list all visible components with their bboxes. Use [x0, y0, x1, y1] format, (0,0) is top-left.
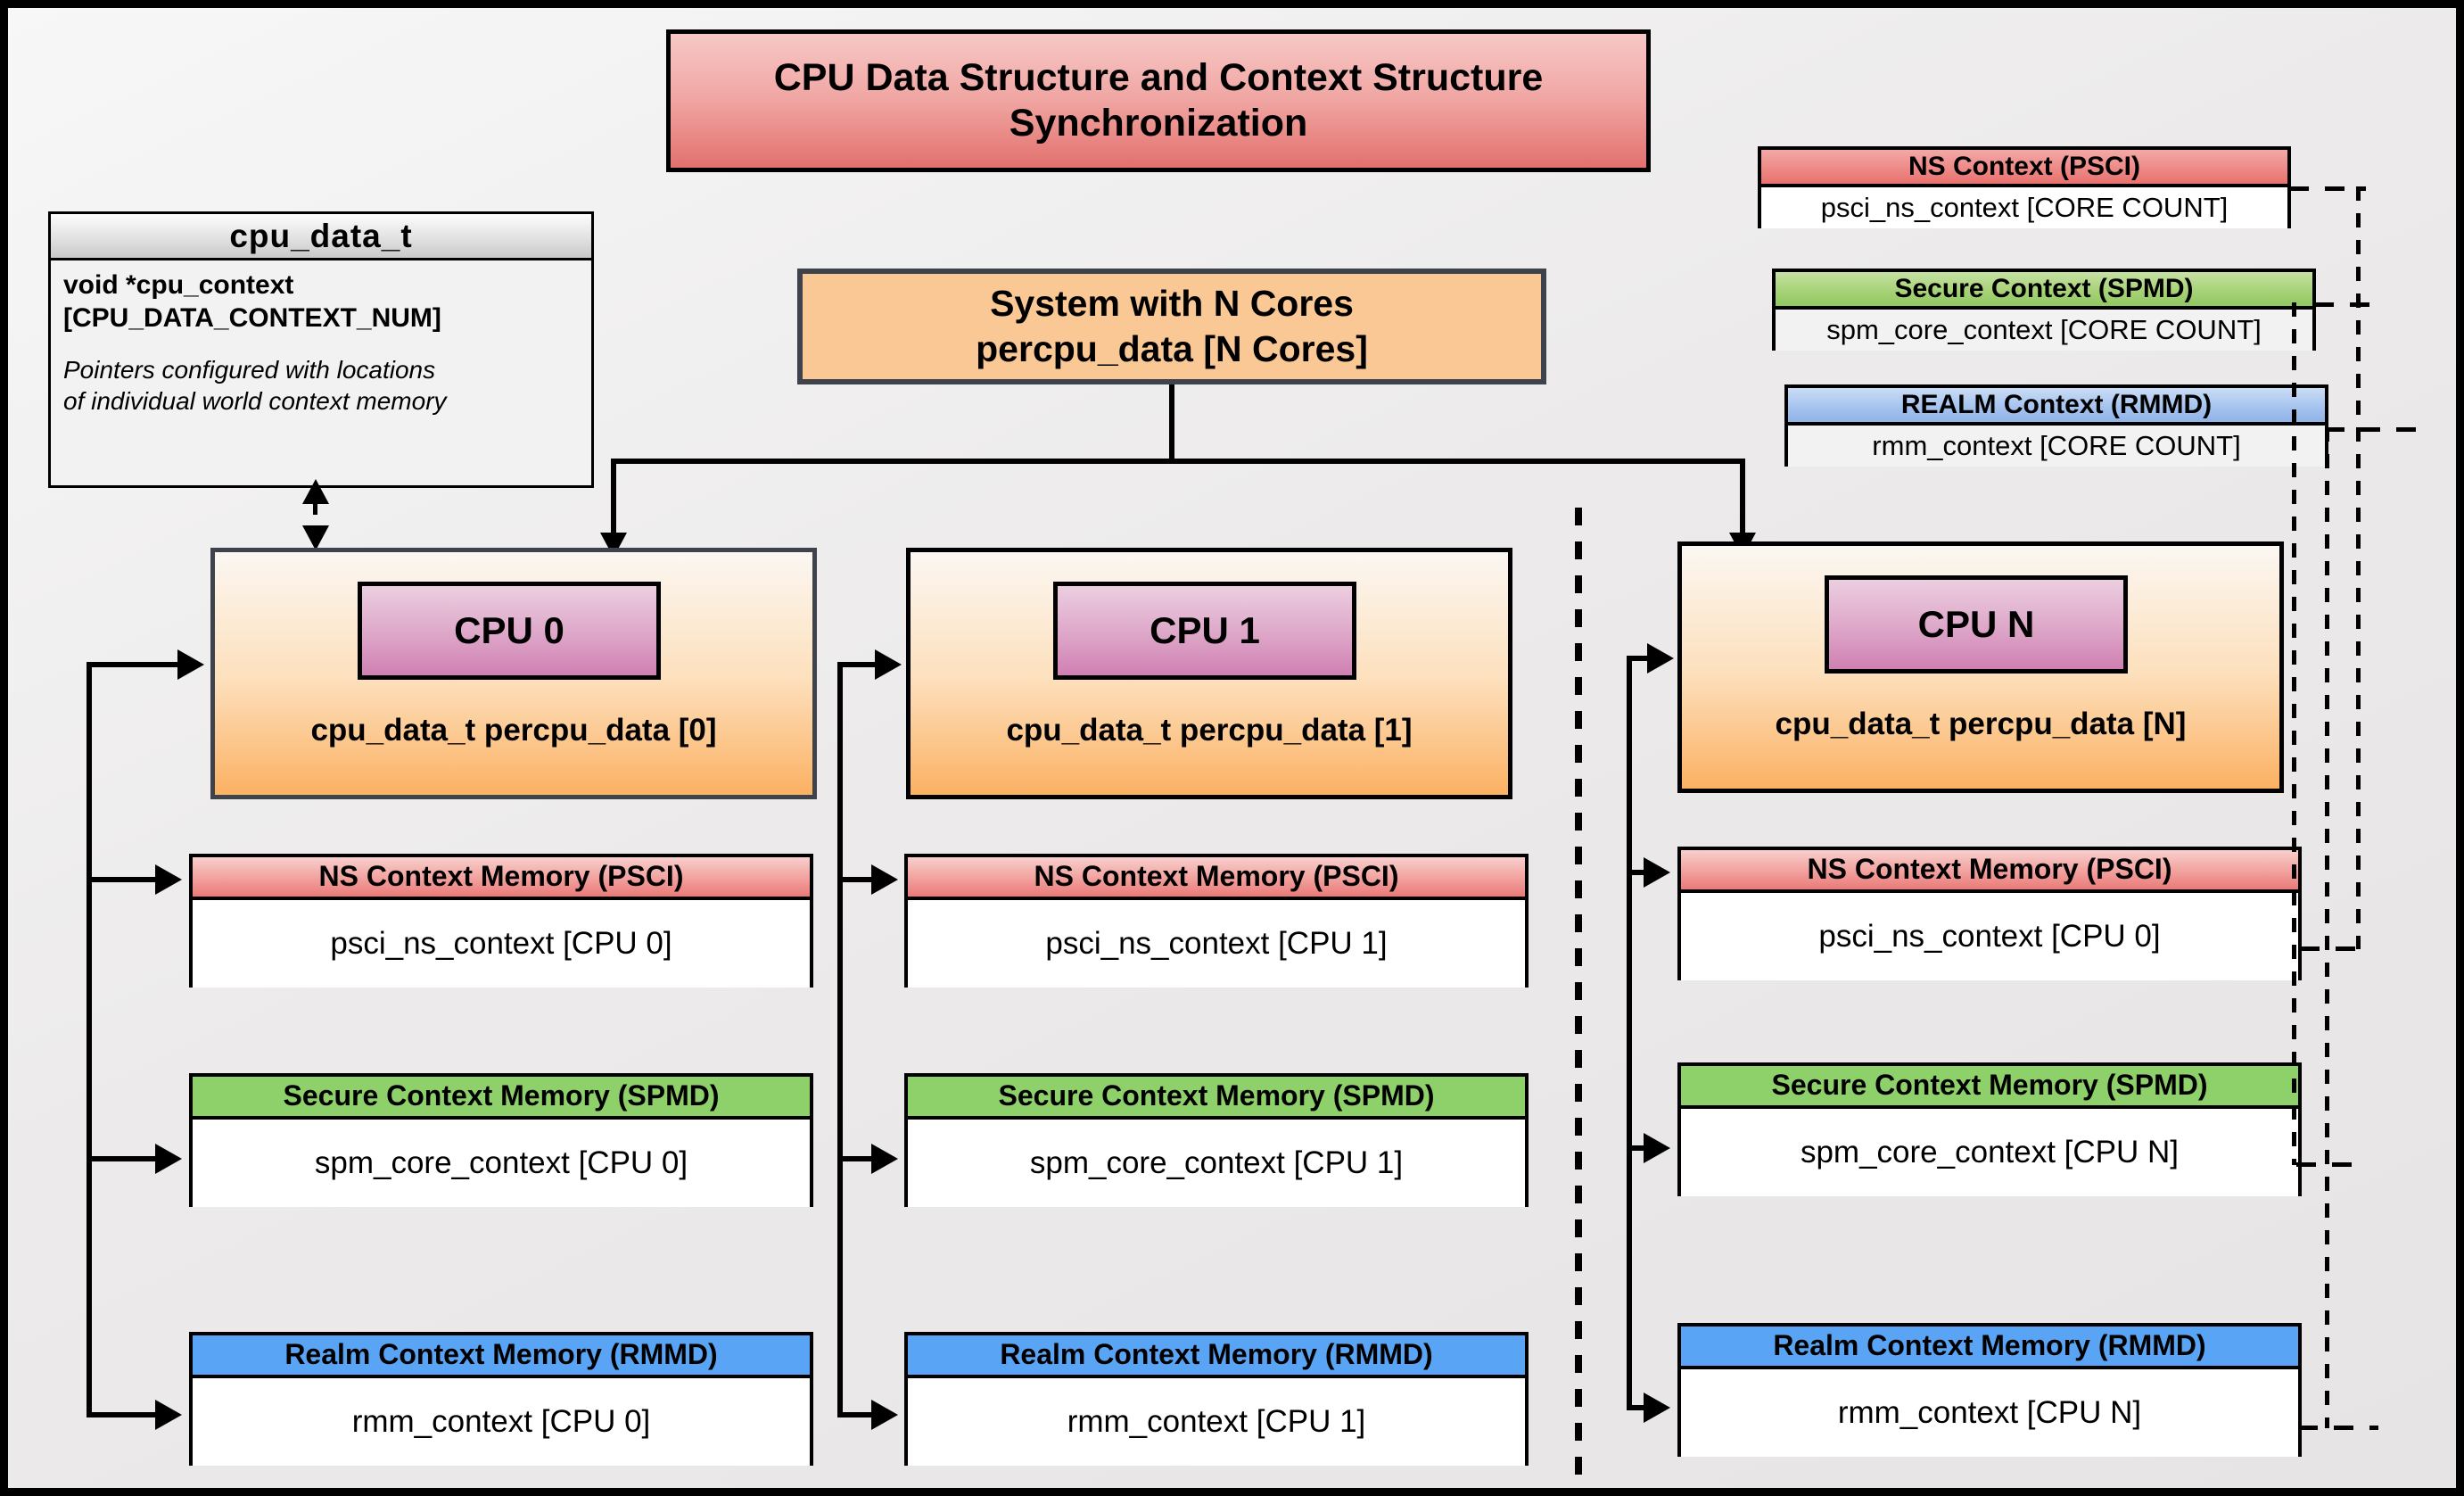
- cpu-data-t-struct-box: cpu_data_t void *cpu_context [CPU_DATA_C…: [48, 211, 594, 488]
- cpu-panel-n: CPU N cpu_data_t percpu_data [N]: [1677, 541, 2284, 793]
- cpu-data-t-field: void *cpu_context [CPU_DATA_CONTEXT_NUM]: [63, 270, 441, 333]
- page-title-line1: CPU Data Structure and Context Structure: [773, 56, 1544, 100]
- cpu-percpu-label-1: cpu_data_t percpu_data [1]: [1006, 713, 1413, 748]
- dash-realm-track: [2325, 427, 2329, 1428]
- cpun-bracket-arrow-panel: [1647, 643, 1674, 674]
- cpu-data-t-title: cpu_data_t: [51, 214, 591, 260]
- cpun-context-realm-header: Realm Context Memory (RMMD): [1681, 1327, 2298, 1369]
- page-title: CPU Data Structure and Context Structure…: [666, 29, 1651, 172]
- cpu0-bracket-arrow-panel: [177, 649, 204, 680]
- cpun-bracket-arm-secure: [1627, 1145, 1646, 1151]
- system-root-line1: System with N Cores: [990, 282, 1354, 324]
- cpu-panel-1: CPU 1 cpu_data_t percpu_data [1]: [906, 548, 1512, 799]
- cpu1-context-ns-body: psci_ns_context [CPU 1]: [908, 900, 1525, 988]
- global-context-realm-header: REALM Context (RMMD): [1788, 388, 2325, 426]
- dash-secure-track: [2292, 302, 2296, 1165]
- dash-ns-top: [2289, 186, 2366, 191]
- dash-realm-bottom: [2298, 1426, 2378, 1430]
- cpun-context-realm: Realm Context Memory (RMMD) rmm_context …: [1677, 1323, 2302, 1457]
- cpu1-bracket-arrow-ns: [871, 864, 898, 895]
- cpu0-context-secure: Secure Context Memory (SPMD) spm_core_co…: [189, 1073, 813, 1207]
- dash-ns-bottom: [2300, 946, 2361, 951]
- dash-ns-track: [2356, 186, 2361, 949]
- cpu1-context-realm: Realm Context Memory (RMMD) rmm_context …: [904, 1332, 1529, 1466]
- cpun-context-ns-header: NS Context Memory (PSCI): [1681, 850, 2298, 893]
- cpu-chip-1: CPU 1: [1053, 582, 1356, 680]
- cpu1-bracket-arm-realm: [837, 1412, 873, 1417]
- cpun-bracket-arm-ns: [1627, 870, 1646, 875]
- cpun-context-realm-body: rmm_context [CPU N]: [1681, 1369, 2298, 1457]
- cpu0-context-realm-header: Realm Context Memory (RMMD): [193, 1335, 810, 1378]
- cpu-data-link-arrow-down: [302, 525, 329, 550]
- global-context-ns: NS Context (PSCI) psci_ns_context [CORE …: [1758, 146, 2291, 228]
- cpun-bracket-arrow-realm: [1644, 1393, 1670, 1423]
- cpu0-context-ns: NS Context Memory (PSCI) psci_ns_context…: [189, 854, 813, 988]
- cpu-chip-n: CPU N: [1825, 575, 2128, 674]
- global-context-realm: REALM Context (RMMD) rmm_context [CORE C…: [1784, 384, 2328, 467]
- column-separator-dashed: [1575, 508, 1582, 1488]
- global-context-secure-header: Secure Context (SPMD): [1776, 272, 2312, 310]
- cpu0-bracket-spine: [87, 662, 92, 1417]
- cpu1-bracket-arm-secure: [837, 1156, 873, 1161]
- tree-stem: [1169, 384, 1174, 463]
- cpu0-context-ns-header: NS Context Memory (PSCI): [193, 857, 810, 900]
- cpu1-context-secure: Secure Context Memory (SPMD) spm_core_co…: [904, 1073, 1529, 1207]
- global-context-ns-body: psci_ns_context [CORE COUNT]: [1761, 187, 2287, 228]
- cpu0-bracket-arrow-secure: [155, 1144, 182, 1174]
- cpun-context-ns: NS Context Memory (PSCI) psci_ns_context…: [1677, 847, 2302, 980]
- cpun-bracket-arrow-ns: [1644, 857, 1670, 888]
- cpun-bracket-arm-panel: [1627, 656, 1652, 661]
- cpu1-bracket-arrow-panel: [875, 649, 902, 680]
- system-root-line2: percpu_data [N Cores]: [976, 328, 1368, 369]
- cpu-percpu-label-n: cpu_data_t percpu_data [N]: [1775, 707, 2187, 741]
- dash-secure-top: [2314, 302, 2369, 307]
- system-root-box: System with N Cores percpu_data [N Cores…: [797, 269, 1546, 384]
- cpu0-bracket-arm-ns: [87, 877, 158, 882]
- cpu1-bracket-arm-panel: [837, 662, 880, 667]
- tree-bus: [611, 459, 1745, 464]
- cpu0-context-secure-body: spm_core_context [CPU 0]: [193, 1120, 810, 1207]
- cpu1-context-ns-header: NS Context Memory (PSCI): [908, 857, 1525, 900]
- page-title-line2: Synchronization: [1009, 102, 1308, 145]
- cpu-data-link-arrow-up: [302, 479, 329, 504]
- cpun-context-ns-body: psci_ns_context [CPU 0]: [1681, 893, 2298, 980]
- tree-drop-cpu0: [611, 459, 616, 543]
- cpu1-bracket-spine: [837, 662, 843, 1417]
- cpun-context-secure-body: spm_core_context [CPU N]: [1681, 1109, 2298, 1196]
- cpu1-context-ns: NS Context Memory (PSCI) psci_ns_context…: [904, 854, 1529, 988]
- cpu0-context-ns-body: psci_ns_context [CPU 0]: [193, 900, 810, 988]
- cpu0-context-realm: Realm Context Memory (RMMD) rmm_context …: [189, 1332, 813, 1466]
- cpu1-bracket-arrow-realm: [871, 1400, 898, 1430]
- cpu0-bracket-arm-panel: [87, 662, 185, 667]
- cpun-bracket-arm-realm: [1627, 1405, 1646, 1410]
- cpu0-bracket-arm-realm: [87, 1412, 158, 1417]
- dash-realm-top: [2325, 427, 2423, 432]
- global-context-secure-body: spm_core_context [CORE COUNT]: [1776, 310, 2312, 351]
- cpu0-context-realm-body: rmm_context [CPU 0]: [193, 1378, 810, 1466]
- cpu0-bracket-arm-secure: [87, 1156, 158, 1161]
- cpun-bracket-spine: [1627, 656, 1632, 1410]
- cpu1-bracket-arm-ns: [837, 877, 873, 882]
- cpu-data-link-dash: [313, 500, 317, 531]
- global-context-realm-body: rmm_context [CORE COUNT]: [1788, 426, 2325, 467]
- tree-drop-cpun: [1740, 459, 1745, 543]
- cpu1-context-realm-header: Realm Context Memory (RMMD): [908, 1335, 1525, 1378]
- global-context-secure: Secure Context (SPMD) spm_core_context […: [1772, 269, 2316, 351]
- cpu0-bracket-arrow-realm: [155, 1400, 182, 1430]
- global-context-ns-header: NS Context (PSCI): [1761, 150, 2287, 187]
- cpu1-context-realm-body: rmm_context [CPU 1]: [908, 1378, 1525, 1466]
- cpu-data-t-note: Pointers configured with locations of in…: [63, 356, 447, 416]
- cpu0-context-secure-header: Secure Context Memory (SPMD): [193, 1077, 810, 1120]
- cpu-percpu-label-0: cpu_data_t percpu_data [0]: [310, 713, 717, 748]
- cpu-chip-0: CPU 0: [358, 582, 661, 680]
- cpun-bracket-arrow-secure: [1644, 1133, 1670, 1163]
- cpu1-context-secure-header: Secure Context Memory (SPMD): [908, 1077, 1525, 1120]
- cpu1-context-secure-body: spm_core_context [CPU 1]: [908, 1120, 1525, 1207]
- cpu1-bracket-arrow-secure: [871, 1144, 898, 1174]
- cpun-context-secure: Secure Context Memory (SPMD) spm_core_co…: [1677, 1062, 2302, 1196]
- dash-secure-bottom: [2296, 1162, 2366, 1167]
- cpun-context-secure-header: Secure Context Memory (SPMD): [1681, 1066, 2298, 1109]
- cpu0-bracket-arrow-ns: [155, 864, 182, 895]
- cpu-panel-0: CPU 0 cpu_data_t percpu_data [0]: [210, 548, 817, 799]
